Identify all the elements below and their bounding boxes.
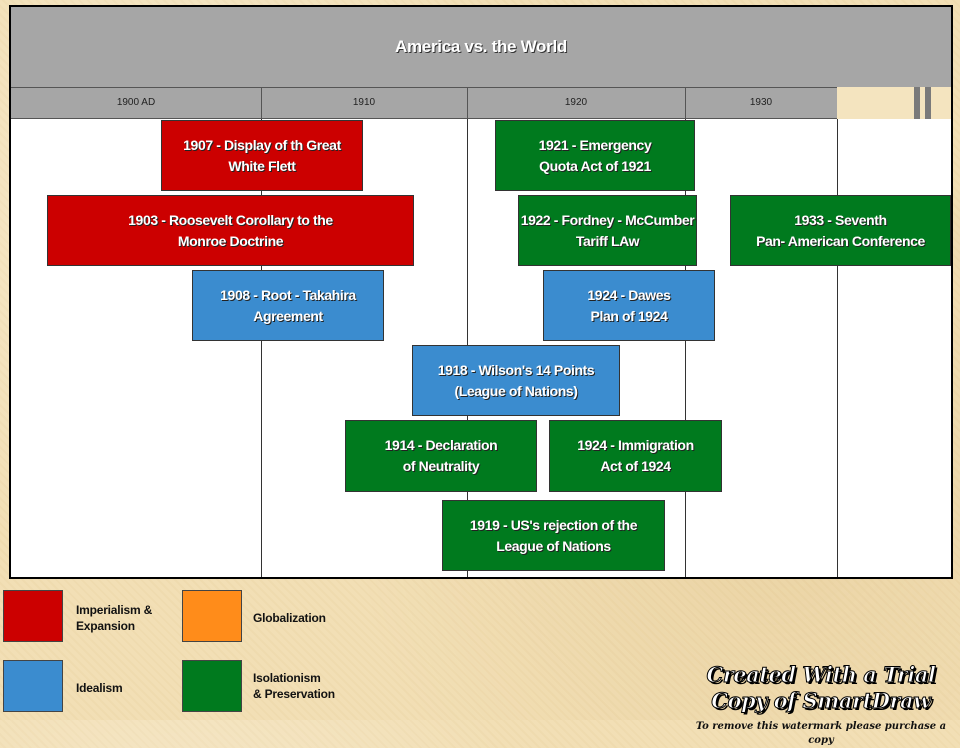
legend-swatch-isolationism bbox=[182, 660, 242, 712]
scale-label-1920: 1920 bbox=[564, 97, 588, 108]
event-great-white-fleet[interactable]: 1907 - Display of th Great White Flett bbox=[161, 120, 363, 191]
event-emergency-quota-act[interactable]: 1921 - Emergency Quota Act of 1921 bbox=[495, 120, 695, 191]
scale-label-1930: 1930 bbox=[749, 97, 773, 108]
watermark-main: Created With a Trial Copy of SmartDraw bbox=[706, 662, 936, 714]
legend-label-globalization: Globalization bbox=[253, 611, 326, 625]
legend-label-idealism: Idealism bbox=[76, 681, 123, 695]
scale-label-1900: 1900 AD bbox=[116, 97, 156, 108]
event-roosevelt-corollary[interactable]: 1903 - Roosevelt Corollary to the Monroe… bbox=[47, 195, 414, 266]
watermark-sub: To remove this watermark please purchase… bbox=[695, 721, 947, 746]
scale-stub bbox=[914, 87, 920, 119]
diagram-title: America vs. the World bbox=[395, 37, 567, 56]
grid-line-end bbox=[837, 119, 838, 577]
title-bar: America vs. the World bbox=[11, 7, 951, 87]
event-league-rejection[interactable]: 1919 - US's rejection of the League of N… bbox=[442, 500, 665, 571]
legend-swatch-idealism bbox=[3, 660, 63, 712]
scale-divider bbox=[685, 88, 686, 118]
scale-divider bbox=[261, 88, 262, 118]
grid-line-1930 bbox=[685, 119, 686, 577]
event-immigration-act[interactable]: 1924 - Immigration Act of 1924 bbox=[549, 420, 722, 492]
scale-stub bbox=[925, 87, 931, 119]
event-fourteen-points[interactable]: 1918 - Wilson's 14 Points (League of Nat… bbox=[412, 345, 620, 416]
legend-swatch-globalization bbox=[182, 590, 242, 642]
event-declaration-neutrality[interactable]: 1914 - Declaration of Neutrality bbox=[345, 420, 537, 492]
time-scale: 1900 AD 1910 1920 1930 bbox=[11, 87, 837, 119]
watermark: Created With a Trial Copy of SmartDraw T… bbox=[686, 662, 956, 748]
grid-line-1910 bbox=[261, 119, 262, 577]
event-pan-american-conference[interactable]: 1933 - Seventh Pan- American Conference bbox=[730, 195, 951, 266]
event-fordney-mccumber[interactable]: 1922 - Fordney - McCumber Tariff LAw bbox=[518, 195, 697, 266]
scale-blank-area bbox=[837, 87, 951, 119]
scale-label-1910: 1910 bbox=[352, 97, 376, 108]
scale-divider bbox=[467, 88, 468, 118]
legend-label-imperialism: Imperialism & Expansion bbox=[76, 603, 153, 633]
timeline-frame: America vs. the World 1900 AD 1910 1920 … bbox=[9, 5, 953, 579]
event-root-takahira[interactable]: 1908 - Root - Takahira Agreement bbox=[192, 270, 384, 341]
event-dawes-plan[interactable]: 1924 - Dawes Plan of 1924 bbox=[543, 270, 715, 341]
legend-swatch-imperialism bbox=[3, 590, 63, 642]
legend-label-isolationism: Isolationism & Preservation bbox=[253, 671, 335, 701]
